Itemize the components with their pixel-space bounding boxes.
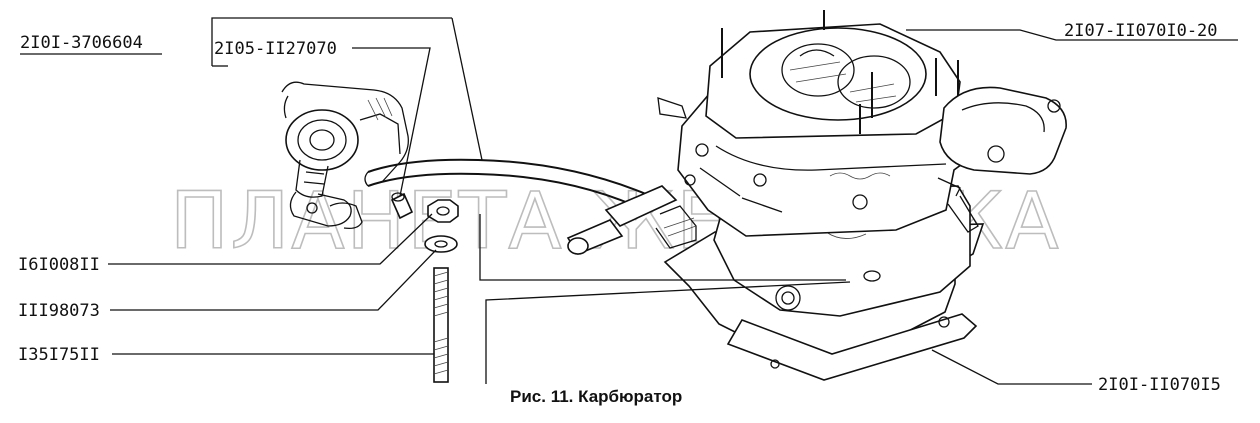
label-stud: I35I75II (18, 345, 100, 365)
leader-lines (108, 17, 1238, 385)
label-carb-assembly: 2I07-II070I0-20 (1064, 21, 1218, 41)
washer-part (424, 235, 458, 253)
hose-sleeve (390, 192, 414, 220)
label-assembly-ref: 2I0I-3706604 (20, 33, 143, 53)
label-washer: III98073 (18, 301, 100, 321)
distributor-fragment (281, 81, 409, 230)
label-hose: 2I05-II27070 (214, 39, 337, 59)
label-nut: I6I008II (18, 255, 100, 275)
figure-caption: Рис. 11. Карбюратор (510, 387, 682, 406)
fuel-hose (364, 158, 647, 209)
label-gasket: 2I0I-II070I5 (1098, 375, 1221, 395)
carburetor-body (566, 10, 1067, 381)
nut-part (427, 199, 459, 223)
stud-part (433, 267, 449, 383)
